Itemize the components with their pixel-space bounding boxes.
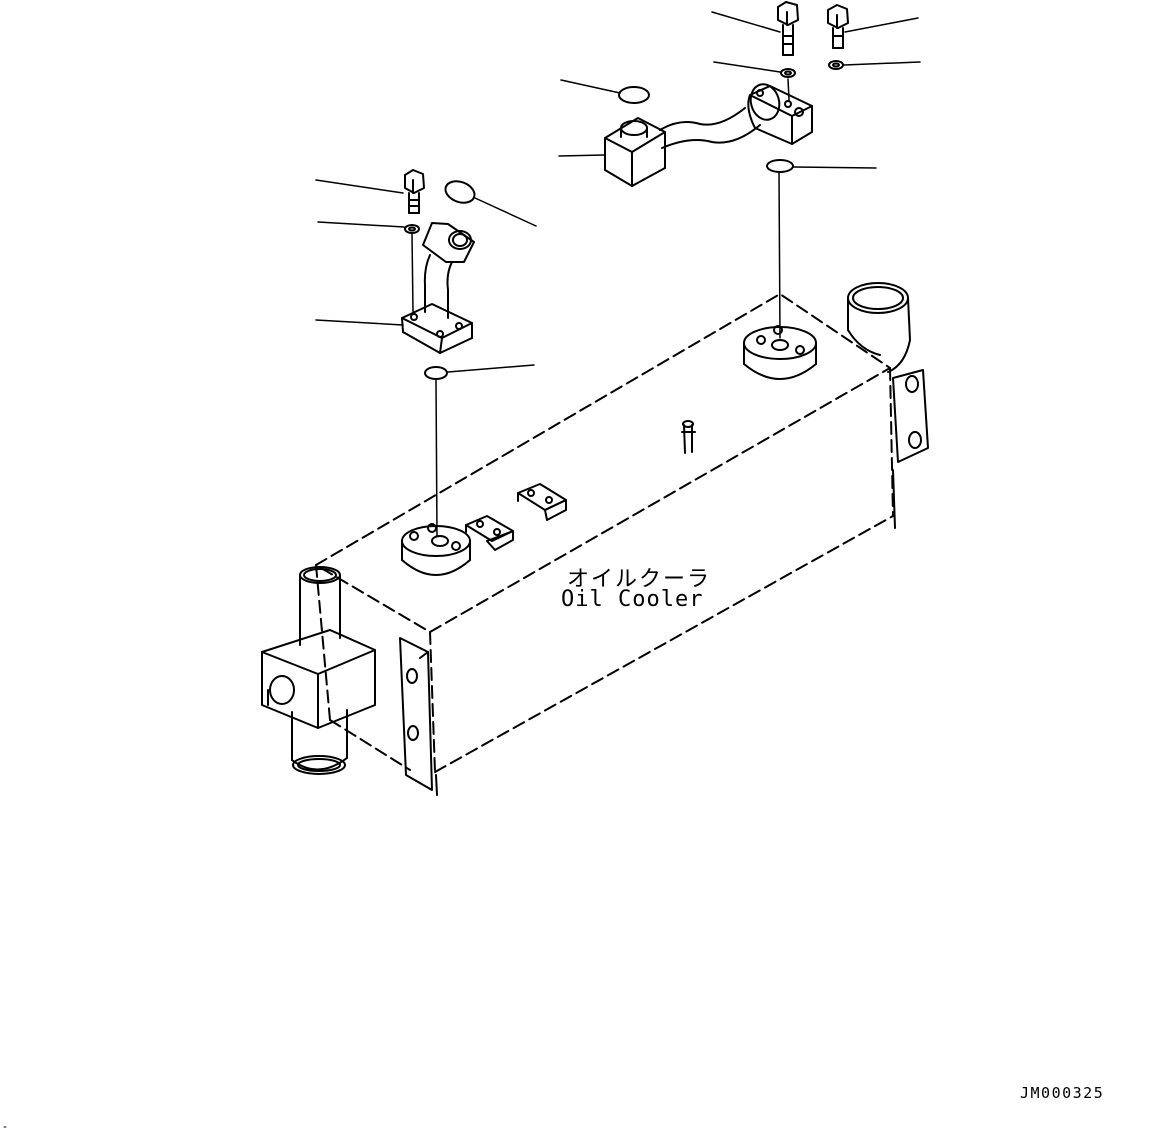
right-washer-1 — [781, 69, 795, 77]
right-washer-2 — [829, 61, 843, 69]
oil-cooler-body — [316, 294, 893, 772]
document-id: JM000325 — [1020, 1084, 1105, 1102]
left-bolt — [405, 170, 424, 213]
right-alignment-line-bolt — [788, 79, 789, 100]
right-alignment-line-lower — [779, 173, 780, 338]
left-washer — [405, 225, 419, 233]
right-bolt-long — [778, 2, 798, 55]
left-upper-o-ring — [442, 177, 477, 206]
top-pin — [682, 421, 695, 453]
right-flange-pipe — [605, 81, 812, 186]
rear-elbow-pipe — [848, 283, 910, 372]
front-top-port-boss — [402, 524, 470, 575]
left-flange-pipe — [402, 223, 474, 353]
left-lower-o-ring — [425, 367, 447, 379]
rear-mounting-bracket — [893, 370, 928, 528]
right-leader-lines — [559, 12, 920, 168]
right-bolt-short — [828, 5, 848, 48]
component-name-japanese: オイルクーラ — [567, 567, 712, 592]
right-upper-o-ring — [619, 87, 649, 103]
top-clip-1 — [466, 516, 513, 550]
top-clip-2 — [518, 484, 566, 520]
component-name-english: Oil Cooler — [561, 587, 704, 612]
left-alignment-line-upper — [412, 234, 413, 312]
left-leader-lines — [316, 180, 536, 372]
front-mounting-bracket — [400, 638, 437, 795]
right-lower-o-ring — [767, 160, 793, 172]
left-alignment-line-lower — [436, 380, 437, 536]
front-pipe-assembly — [262, 567, 375, 774]
